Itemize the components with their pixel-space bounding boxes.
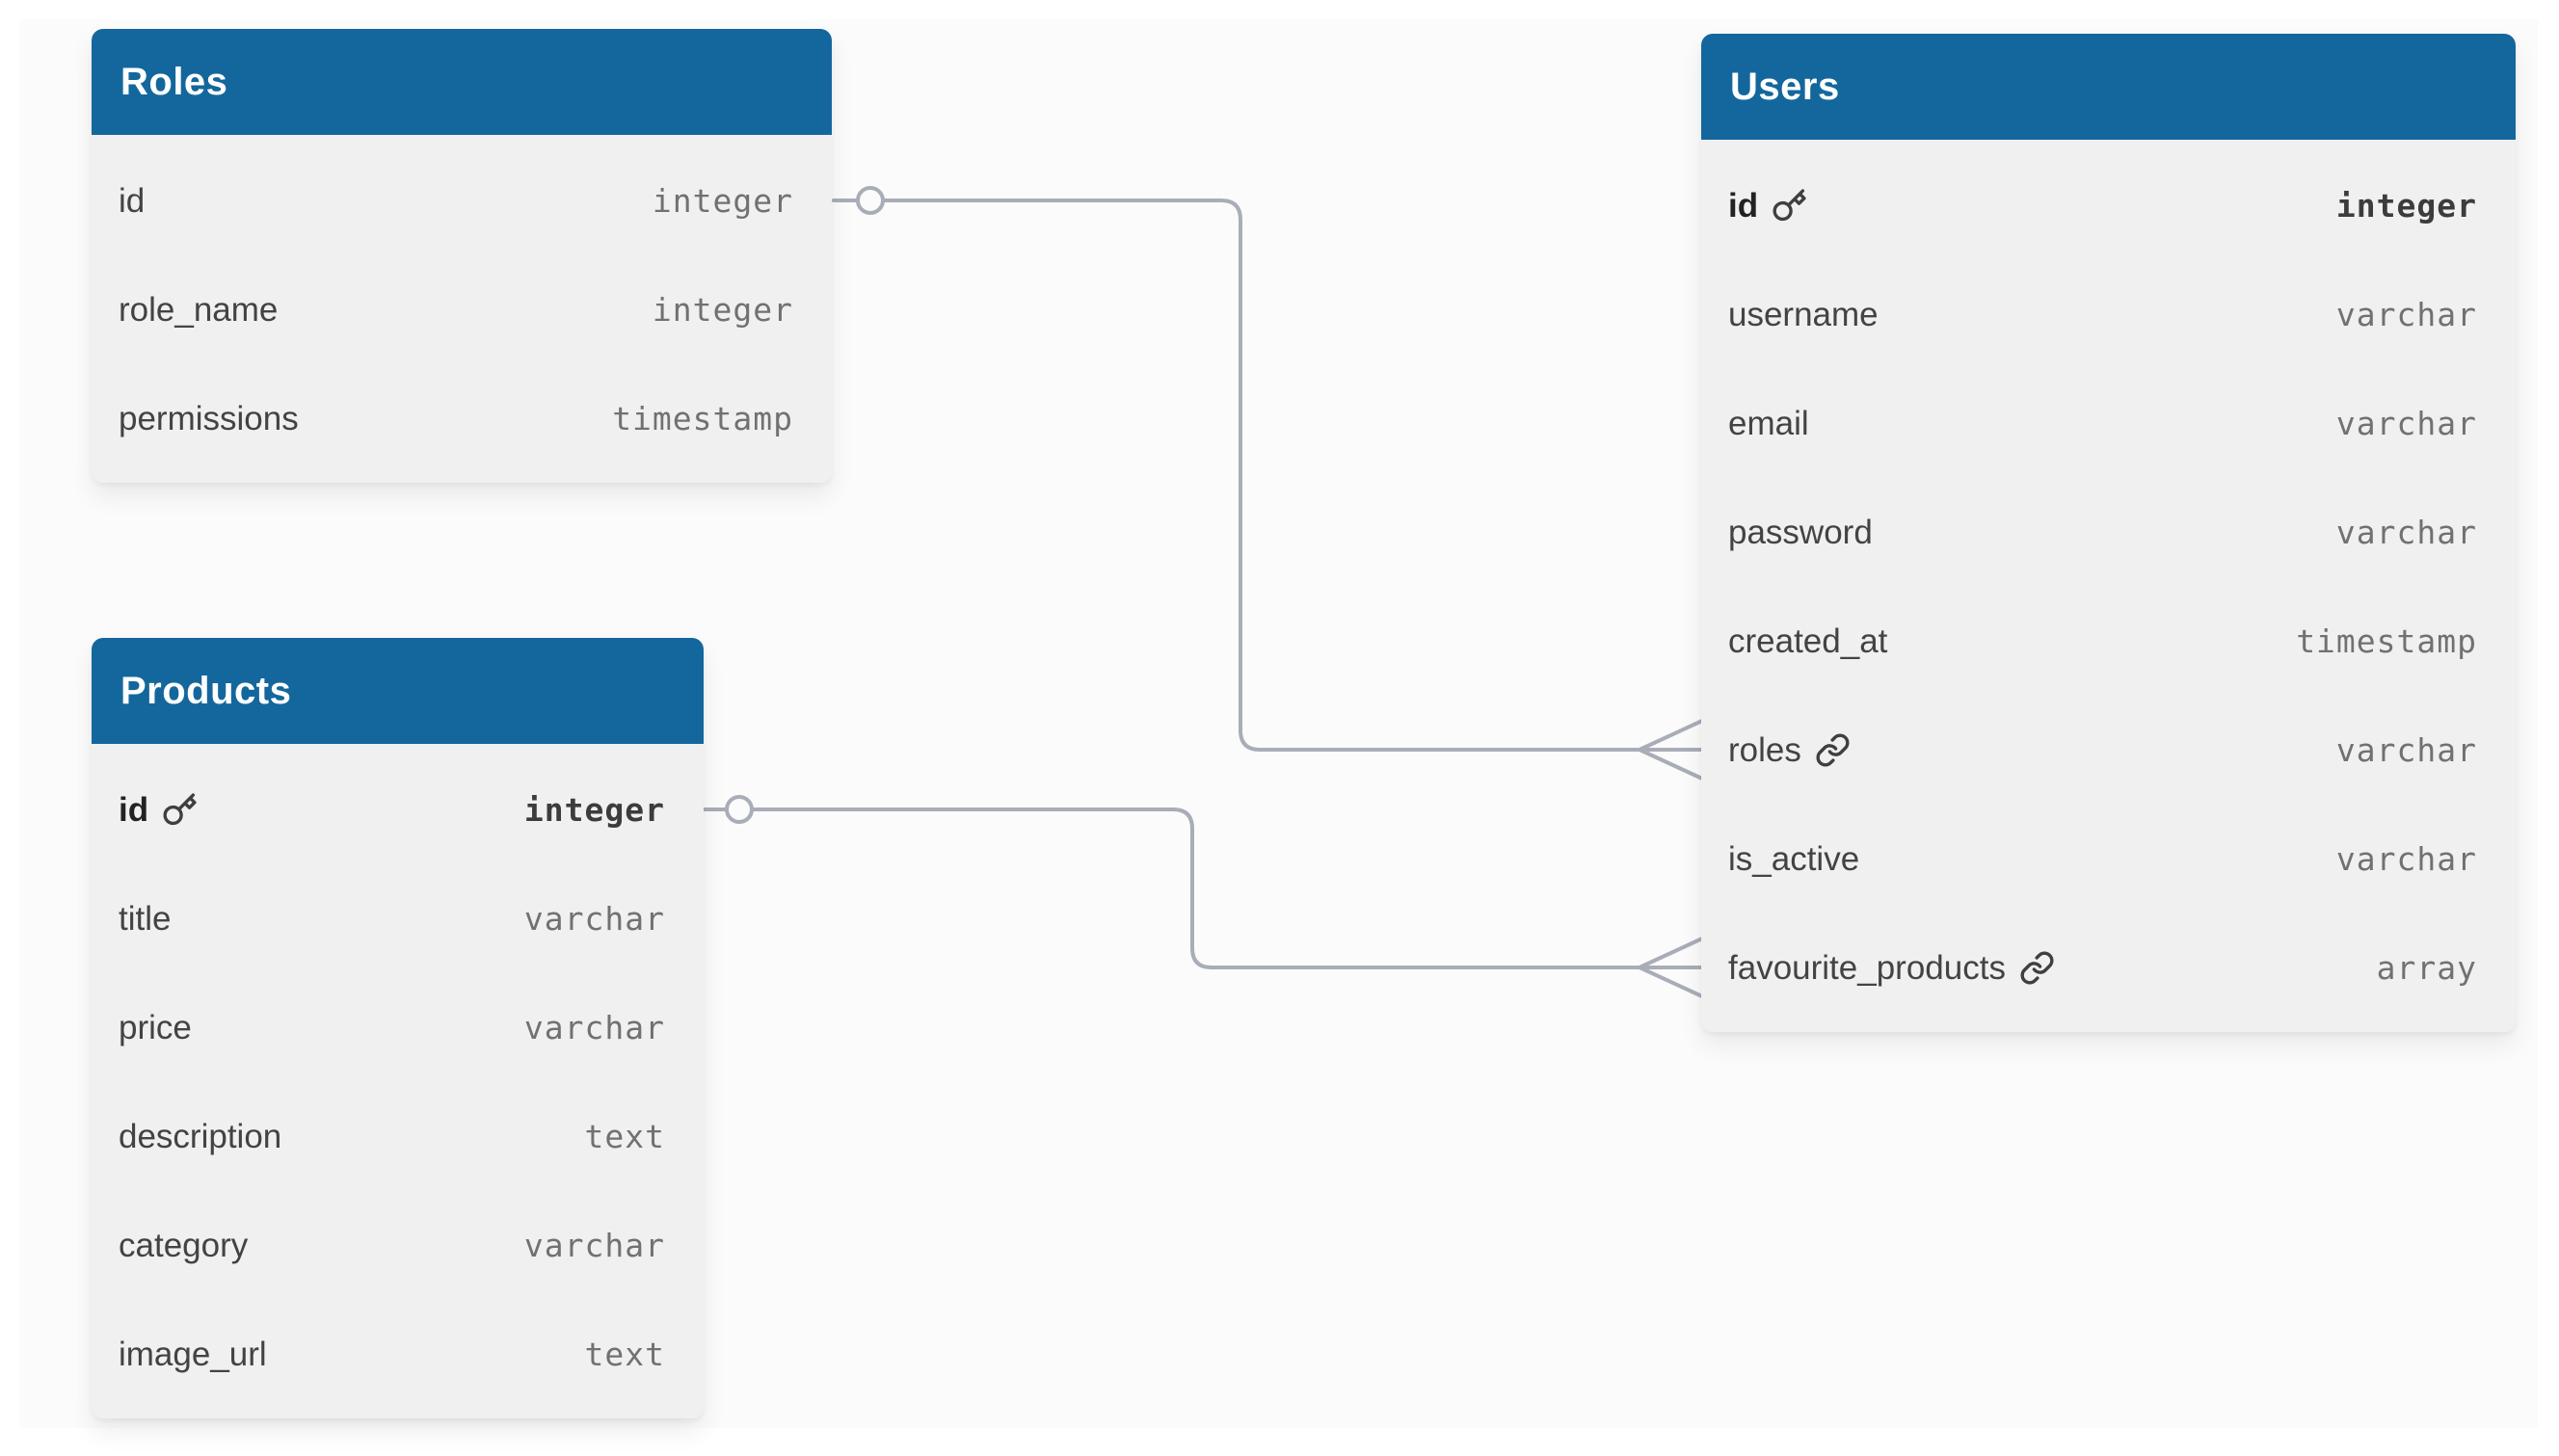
field-name-cell: image_url <box>119 1336 267 1374</box>
table-users-header[interactable]: Users <box>1701 34 2516 140</box>
field-row-email: email varchar <box>1701 369 2516 478</box>
field-name: image_url <box>119 1335 267 1373</box>
key-icon <box>162 792 198 828</box>
field-name: category <box>119 1226 249 1264</box>
field-name-cell: category <box>119 1227 248 1265</box>
field-name-cell: created_at <box>1728 622 1887 661</box>
field-row-image_url: image_url text <box>92 1300 704 1409</box>
field-name: title <box>119 899 172 938</box>
field-row-category: category varchar <box>92 1191 704 1300</box>
field-type: text <box>584 1336 665 1373</box>
field-name-cell: id <box>119 791 198 830</box>
field-name-cell: is_active <box>1728 840 1859 879</box>
field-type: varchar <box>523 900 665 938</box>
table-title: Users <box>1730 65 1840 108</box>
field-row-permissions: permissions timestamp <box>92 364 832 473</box>
field-name-cell: username <box>1728 296 1879 334</box>
field-type: array <box>2376 949 2477 987</box>
field-name-cell: description <box>119 1118 281 1156</box>
field-type: varchar <box>523 1227 665 1264</box>
table-products-fields: id integer title varchar price varchar descrip… <box>92 744 704 1418</box>
table-products-header[interactable]: Products <box>92 638 704 744</box>
field-type: text <box>584 1118 665 1155</box>
field-type: varchar <box>523 1009 665 1046</box>
table-products[interactable]: Products id integer title varchar price varch… <box>92 638 704 1418</box>
table-roles[interactable]: Roles id integer role_name integer permissio… <box>92 29 832 483</box>
table-users[interactable]: Users id integer username varchar email varch… <box>1701 34 2516 1032</box>
field-name: created_at <box>1728 622 1888 660</box>
table-roles-fields: id integer role_name integer permissions time… <box>92 135 832 483</box>
field-name: id <box>119 181 146 220</box>
field-name-cell: title <box>119 900 171 939</box>
field-name-cell: price <box>119 1009 192 1047</box>
field-row-id: id integer <box>92 755 704 864</box>
field-name-cell: favourite_products <box>1728 949 2055 988</box>
field-name: password <box>1728 513 1873 551</box>
field-row-role_name: role_name integer <box>92 255 832 364</box>
field-name-cell: email <box>1728 405 1809 443</box>
field-type: integer <box>652 182 793 220</box>
field-row-id: id integer <box>92 146 832 255</box>
field-row-description: description text <box>92 1082 704 1191</box>
field-type: varchar <box>2335 731 2477 769</box>
field-type: integer <box>523 791 665 829</box>
link-icon <box>2019 950 2055 986</box>
table-title: Roles <box>120 60 228 103</box>
field-type: timestamp <box>612 400 793 437</box>
field-row-id: id integer <box>1701 151 2516 260</box>
field-type: integer <box>652 291 793 329</box>
field-name: permissions <box>119 399 299 437</box>
field-row-is_active: is_active varchar <box>1701 805 2516 913</box>
field-name-cell: id <box>119 182 145 221</box>
field-name: email <box>1728 404 1809 442</box>
field-name: username <box>1728 295 1879 333</box>
field-row-title: title varchar <box>92 864 704 973</box>
field-name-cell: role_name <box>119 291 278 330</box>
field-row-created_at: created_at timestamp <box>1701 587 2516 696</box>
field-row-favourite_products: favourite_products array <box>1701 913 2516 1022</box>
field-type: varchar <box>2335 514 2477 551</box>
table-roles-header[interactable]: Roles <box>92 29 832 135</box>
field-name-cell: password <box>1728 514 1873 552</box>
field-name: description <box>119 1117 282 1155</box>
field-type: varchar <box>2335 296 2477 333</box>
link-icon <box>1815 732 1851 768</box>
field-name: favourite_products <box>1728 948 2006 987</box>
field-type: timestamp <box>2296 622 2477 660</box>
field-name-cell: permissions <box>119 400 299 438</box>
field-name: id <box>1728 186 1759 225</box>
field-name: id <box>119 790 149 829</box>
field-name: role_name <box>119 290 279 329</box>
field-row-username: username varchar <box>1701 260 2516 369</box>
field-row-roles: roles varchar <box>1701 696 2516 805</box>
field-name: roles <box>1728 730 1801 769</box>
field-type: varchar <box>2335 405 2477 442</box>
field-type: varchar <box>2335 840 2477 878</box>
field-name: is_active <box>1728 839 1860 878</box>
field-row-price: price varchar <box>92 973 704 1082</box>
field-row-password: password varchar <box>1701 478 2516 587</box>
field-name: price <box>119 1008 192 1046</box>
field-name-cell: roles <box>1728 731 1851 770</box>
field-type: integer <box>2335 187 2477 225</box>
table-title: Products <box>120 669 292 712</box>
field-name-cell: id <box>1728 187 1807 225</box>
key-icon <box>1772 188 1807 224</box>
